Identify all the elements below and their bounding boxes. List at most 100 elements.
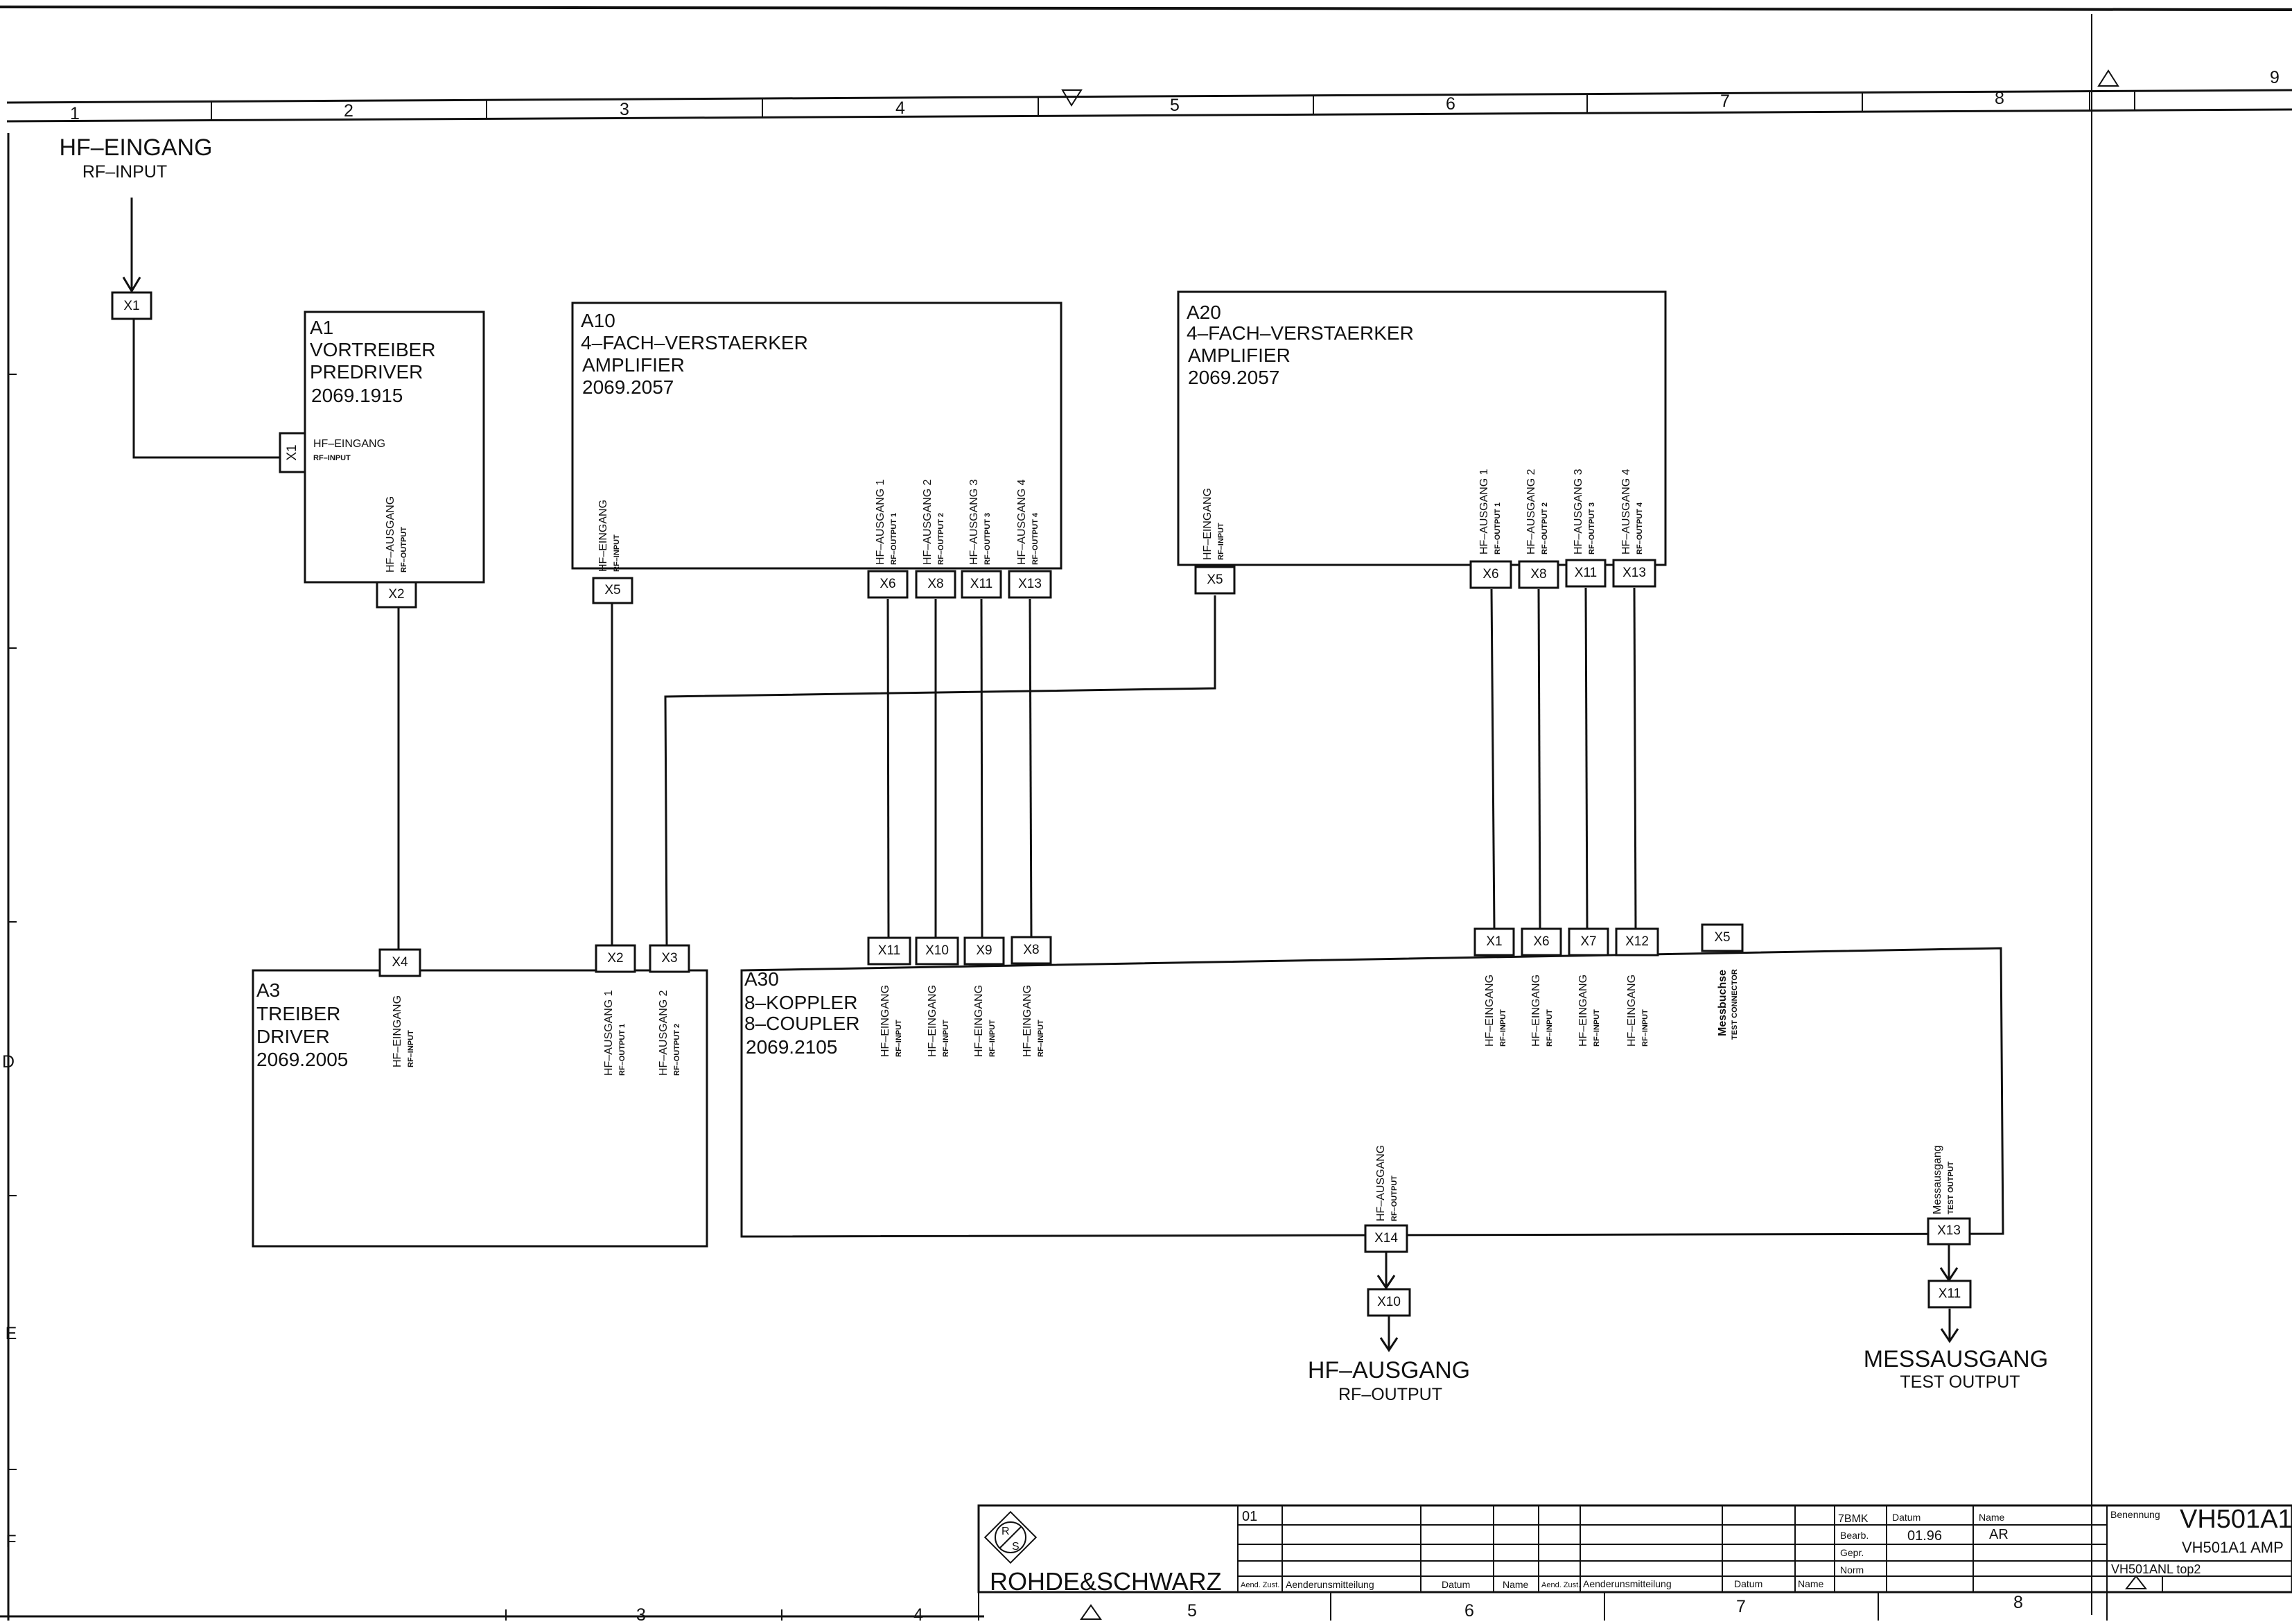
connector-label: X2	[607, 951, 623, 966]
connector-out-x11	[1927, 1280, 1972, 1309]
block-a1-predriver: A1 VORTREIBER PREDRIVER 2069.1915 HF–EIN…	[279, 311, 485, 609]
connector-a10-x13	[1008, 570, 1052, 599]
block-line-4: 2069.2057	[1188, 367, 1279, 388]
grid-triangle-down-icon	[1061, 89, 1083, 107]
connector-a20-x5	[1194, 566, 1236, 595]
grid-col-5: 5	[1170, 96, 1180, 115]
block-line-1: A3	[256, 979, 280, 1001]
a3-input-pin-label: HF–EINGANG	[392, 995, 403, 1067]
a30-input-pin-sublabel: RF–INPUT	[895, 1020, 903, 1057]
a1-output-pin-sublabel: RF–OUTPUT	[400, 527, 408, 573]
connector-label: X8	[927, 577, 943, 591]
block-a20-amplifier: A20 4–FACH–VERSTAERKER AMPLIFIER 2069.20…	[1177, 290, 1667, 595]
block-line-3: AMPLIFIER	[582, 354, 685, 376]
a30-output-pin-label: HF–AUSGANG	[1375, 1145, 1387, 1221]
block-line-2: 4–FACH–VERSTAERKER	[1187, 322, 1414, 344]
connector-a30-x8	[1011, 936, 1052, 965]
a30-test-connector-label: Messbuchse	[1717, 970, 1729, 1036]
a30-input-pin-label: HF–EINGANG	[1530, 975, 1542, 1047]
a3-input-pin-sublabel: RF–INPUT	[407, 1030, 415, 1067]
grid-row-d: D	[2, 1052, 15, 1072]
a3-output1-pin-label: HF–AUSGANG 1	[603, 990, 615, 1076]
block-a3-driver: A3 TREIBER DRIVER 2069.2005 HF–EINGANG R…	[252, 944, 708, 1248]
a30-input-pin-label: HF–EINGANG	[1022, 985, 1033, 1057]
connector-label: X12	[1625, 934, 1649, 949]
connector-a10-x8	[915, 570, 956, 599]
connector-label: X1	[123, 299, 139, 313]
block-line-2: TREIBER	[256, 1003, 340, 1024]
test-output: X11 MESSAUSGANG TEST OUTPUT	[1864, 1280, 2048, 1392]
connector-a30-x14	[1364, 1224, 1408, 1253]
col-aend-zust: Aend. Zust.	[1241, 1581, 1279, 1589]
a1-input-pin-label: HF–EINGANG	[313, 438, 385, 450]
a3-output2-pin-label: HF–AUSGANG 2	[658, 990, 670, 1076]
connector-label: X4	[392, 955, 408, 970]
a20-output2-pin-label: HF–AUSGANG 2	[1525, 469, 1537, 555]
connector-a1-x1	[279, 432, 306, 473]
svg-text:S: S	[1012, 1541, 1020, 1553]
a20-output3-pin-label: HF–AUSGANG 3	[1573, 469, 1584, 555]
grid-labels-bottom: 3 4	[636, 1605, 923, 1624]
date-value: 01.96	[1907, 1528, 1942, 1544]
block-line-1: A1	[310, 317, 333, 338]
input-title: HF–EINGANG	[59, 134, 212, 161]
a10-output4-pin-sublabel: RF–OUTPUT 4	[1031, 512, 1040, 565]
a30-input-pin-sublabel: RF–INPUT	[1499, 1009, 1507, 1047]
rf-input-label: HF–EINGANG RF–INPUT	[59, 134, 212, 182]
a30-input-pin-sublabel: RF–INPUT	[1641, 1009, 1650, 1047]
connector-label: X13	[1937, 1223, 1961, 1238]
a10-output1-pin-label: HF–AUSGANG 1	[875, 479, 886, 565]
a30-output-pin-sublabel: RF–OUTPUT	[1390, 1176, 1399, 1221]
benennung-label: Benennung	[2110, 1509, 2160, 1520]
a30-test-output-pin-label: Messausgang	[1932, 1145, 1943, 1214]
block-line-3: AMPLIFIER	[1188, 344, 1291, 366]
connector-label: X13	[1018, 577, 1042, 591]
drawing-filename: VH501ANL top2	[2111, 1562, 2201, 1576]
block-line-3: 8–COUPLER	[744, 1013, 860, 1034]
header-datum: Datum	[1892, 1512, 1921, 1523]
block-line-1: A20	[1187, 302, 1221, 323]
row-bearb: Bearb.	[1840, 1530, 1869, 1541]
a30-input-pin-label: HF–EINGANG	[880, 985, 891, 1057]
connector-a10-x6	[867, 570, 909, 599]
block-line-2: 8–KOPPLER	[744, 992, 857, 1013]
block-line-3: DRIVER	[256, 1026, 330, 1047]
connector-label: X7	[1580, 934, 1596, 949]
connector-label: X14	[1374, 1231, 1398, 1246]
a20-input-pin-label: HF–EINGANG	[1202, 488, 1214, 560]
a20-output4-pin-sublabel: RF–OUTPUT 4	[1636, 502, 1644, 555]
grid-triangle-up-icon	[2124, 1575, 2148, 1589]
index-value: 01	[1242, 1509, 1257, 1524]
grid-col-2: 2	[344, 101, 353, 121]
a30-test-output-pin-sublabel: TEST OUTPUT	[1947, 1161, 1955, 1214]
company-name: ROHDE&SCHWARZ	[990, 1567, 1222, 1596]
connector-a10-x11	[961, 570, 1002, 599]
block-line-4: 2069.2057	[582, 376, 674, 398]
connector-a30-x10	[915, 936, 959, 966]
row-gepr: Gepr.	[1840, 1547, 1864, 1558]
a30-input-pin-sublabel: RF–INPUT	[988, 1020, 997, 1057]
rf-output: X10 HF–AUSGANG RF–OUTPUT	[1308, 1288, 1470, 1404]
a20-output3-pin-sublabel: RF–OUTPUT 3	[1588, 503, 1596, 555]
connector-label: X3	[661, 951, 677, 966]
connector-label: X10	[1377, 1295, 1401, 1309]
grid-col-4: 4	[895, 98, 905, 118]
test-output-subtitle: TEST OUTPUT	[1900, 1372, 2020, 1392]
block-line-1: A30	[744, 968, 779, 990]
grid-labels-top: 1 2 3 4 5 6 7 8 9	[70, 68, 2280, 123]
connector-label: X13	[1622, 566, 1646, 580]
grid-col-7: 7	[1720, 91, 1730, 111]
drawing-title: VH501A1	[2180, 1505, 2292, 1534]
a30-input-pin-label: HF–EINGANG	[1626, 975, 1638, 1047]
grid-bottom-8: 8	[2013, 1593, 2023, 1612]
block-line-4: 2069.1915	[311, 385, 403, 406]
grid-col-8: 8	[1995, 89, 2004, 108]
connector-label: X5	[604, 583, 620, 597]
grid-triangle-up-icon	[2097, 69, 2119, 87]
connector-label: X8	[1023, 943, 1039, 957]
connector-label: X11	[970, 577, 992, 591]
connector-a30-x11	[867, 936, 911, 966]
a20-output1-pin-label: HF–AUSGANG 1	[1478, 469, 1490, 555]
